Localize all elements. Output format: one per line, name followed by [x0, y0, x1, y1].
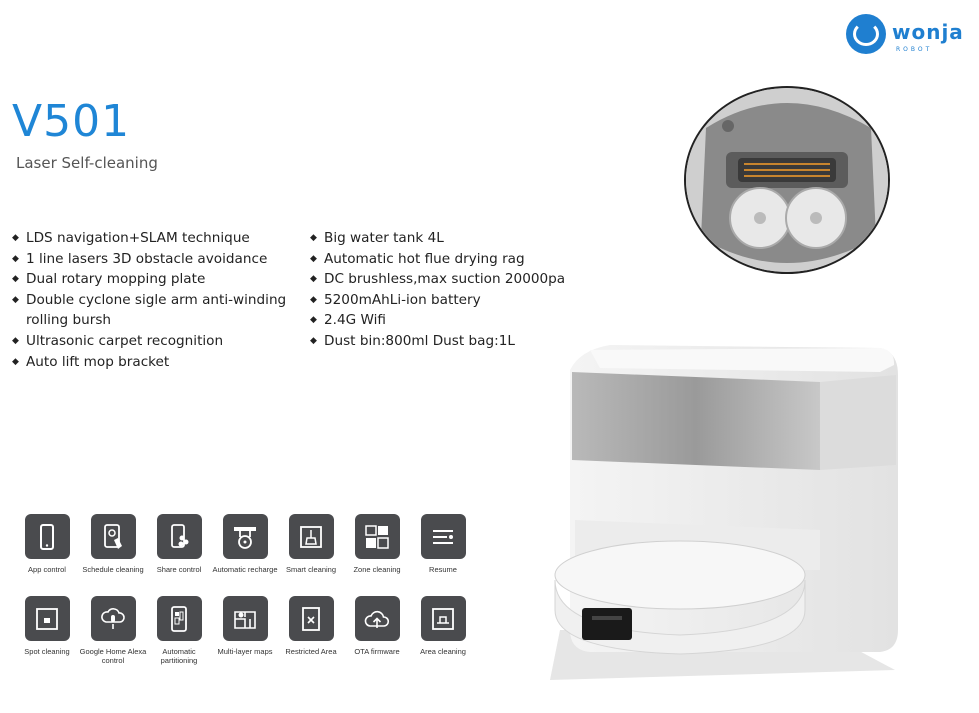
map-icon — [222, 596, 268, 641]
brand-sub: ROBOT — [896, 46, 933, 53]
product-tagline: Laser Self-cleaning — [16, 154, 158, 172]
feature-share-control: Share control — [146, 514, 212, 596]
feature-smart-cleaning: Smart cleaning — [278, 514, 344, 596]
feature-list-left: LDS navigation+SLAM technique 1 line las… — [12, 228, 292, 372]
feature-item: DC brushless,max suction 20000pa — [310, 269, 610, 290]
feature-schedule-cleaning: Schedule cleaning — [80, 514, 146, 596]
feature-item: Dual rotary mopping plate — [12, 269, 292, 290]
feature-resume: Resume — [410, 514, 476, 596]
feature-item: Big water tank 4L — [310, 228, 610, 249]
phone-icon — [24, 514, 70, 559]
feature-item: 1 line lasers 3D obstacle avoidance — [12, 249, 292, 270]
logo-mark-icon — [846, 14, 886, 54]
cloud-upload-icon — [354, 596, 400, 641]
area-icon — [420, 596, 466, 641]
icon-label: Automatic partitioning — [160, 647, 198, 665]
icon-label: App control — [28, 565, 66, 574]
schedule-icon — [90, 514, 136, 559]
icon-label: Google Home Alexa control — [79, 647, 147, 665]
robot-underside-view — [684, 86, 890, 274]
icon-label: Multi-layer maps — [217, 647, 273, 656]
icon-label: Resume — [429, 565, 457, 574]
feature-zone-cleaning: Zone cleaning — [344, 514, 410, 596]
partition-icon — [156, 596, 202, 641]
function-icon-grid: App control Schedule cleaning Share cont… — [14, 514, 482, 678]
feature-item: 2.4G Wifi — [310, 310, 610, 331]
feature-item: LDS navigation+SLAM technique — [12, 228, 292, 249]
icon-label: Automatic recharge — [212, 565, 278, 574]
feature-restricted-area: Restricted Area — [278, 596, 344, 678]
feature-item: 5200mAhLi-ion battery — [310, 290, 610, 311]
feature-item: Automatic hot flue drying rag — [310, 249, 610, 270]
feature-list-right: Big water tank 4L Automatic hot flue dry… — [310, 228, 610, 352]
icon-row: Spot cleaning Google Home Alexa control … — [14, 596, 482, 678]
product-model: V501 — [12, 96, 131, 147]
spot-icon — [24, 596, 70, 641]
feature-item: Double cyclone sigle arm anti-winding ro… — [12, 290, 292, 331]
feature-voice-control: Google Home Alexa control — [80, 596, 146, 678]
feature-ota-firmware: OTA firmware — [344, 596, 410, 678]
robot-underside-illustration — [686, 88, 888, 272]
brand-name: wonja — [892, 20, 964, 44]
brand-logo: wonja ROBOT — [846, 14, 963, 58]
feature-item: Ultrasonic carpet recognition — [12, 331, 292, 352]
icon-label: Area cleaning — [420, 647, 466, 656]
zone-icon — [354, 514, 400, 559]
recharge-icon — [222, 514, 268, 559]
feature-item: Auto lift mop bracket — [12, 352, 292, 373]
icon-label: Share control — [156, 565, 202, 574]
feature-area-cleaning: Area cleaning — [410, 596, 476, 678]
share-icon — [156, 514, 202, 559]
restricted-icon — [288, 596, 334, 641]
broom-icon — [288, 514, 334, 559]
icon-label: Smart cleaning — [285, 565, 337, 574]
feature-multi-layer-maps: Multi-layer maps — [212, 596, 278, 678]
icon-row: App control Schedule cleaning Share cont… — [14, 514, 482, 596]
voice-icon — [90, 596, 136, 641]
icon-label: Schedule cleaning — [82, 565, 144, 574]
icon-label: Spot cleaning — [24, 647, 70, 656]
feature-automatic-partitioning: Automatic partitioning — [146, 596, 212, 678]
icon-label: Restricted Area — [285, 647, 337, 656]
base-station-illustration — [550, 345, 898, 680]
feature-item: Dust bin:800ml Dust bag:1L — [310, 331, 610, 352]
feature-automatic-recharge: Automatic recharge — [212, 514, 278, 596]
resume-icon — [420, 514, 466, 559]
feature-app-control: App control — [14, 514, 80, 596]
icon-label: Zone cleaning — [353, 565, 401, 574]
icon-label: OTA firmware — [354, 647, 400, 656]
feature-spot-cleaning: Spot cleaning — [14, 596, 80, 678]
